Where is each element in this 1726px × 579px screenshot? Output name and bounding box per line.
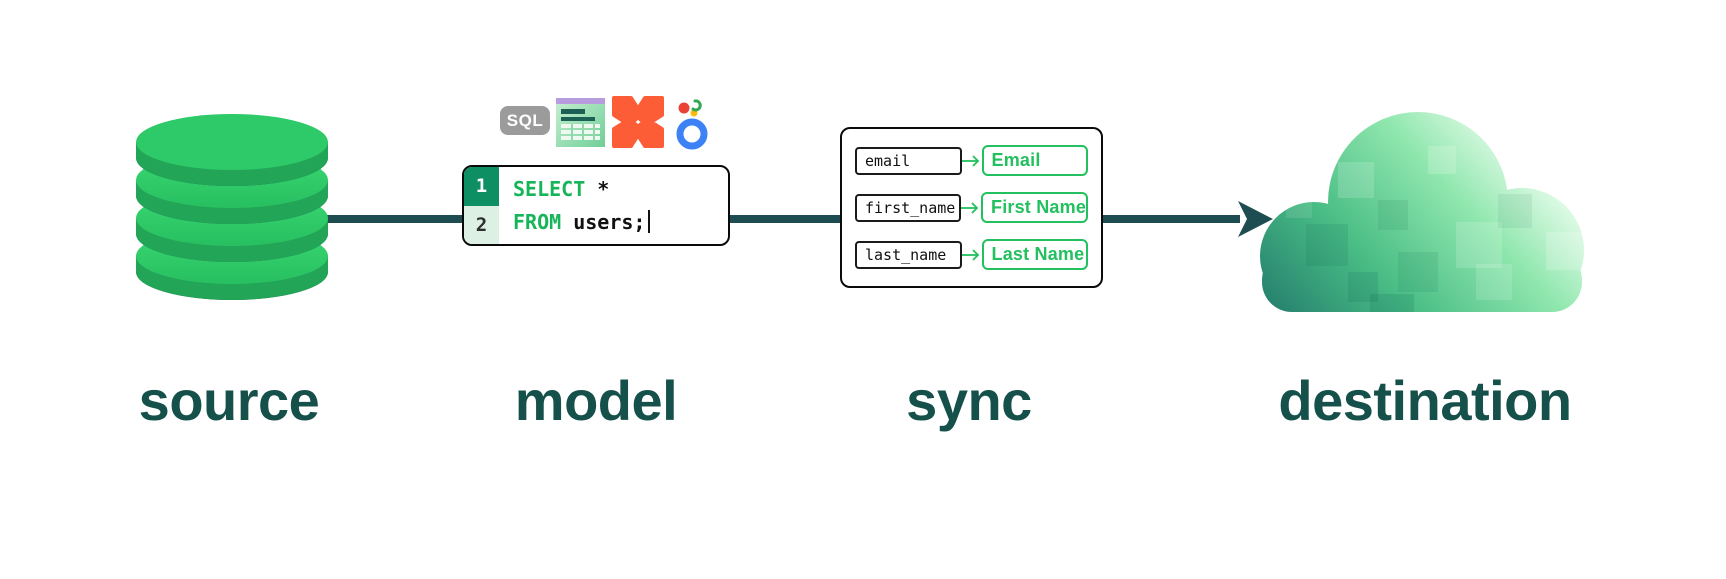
destination-field-email[interactable]: Email: [981, 145, 1088, 176]
sql-editor[interactable]: SELECT * FROM users;: [499, 167, 728, 244]
looker-logo-icon: [676, 99, 708, 150]
source-field-email[interactable]: email: [855, 146, 962, 175]
database-cylinder-icon: [136, 114, 328, 300]
sql-text: users;: [561, 209, 646, 234]
code-line-1: SELECT *: [513, 172, 728, 205]
line-number-gutter: 1 2: [464, 167, 499, 244]
stage-label-model: model: [514, 369, 678, 432]
mapping-arrow-icon: [961, 248, 979, 261]
sql-model-card: 1 2 SELECT * FROM users;: [462, 165, 730, 246]
source-field-first-name[interactable]: first_name: [855, 193, 961, 222]
sync-mapping-panel: email Email first_name First Name last_n…: [840, 127, 1103, 288]
mapping-row-last-name: last_name Last Name: [855, 239, 1088, 270]
destination-field-last-name[interactable]: Last Name: [981, 239, 1088, 270]
dbt-logo-icon: [612, 96, 664, 148]
mapping-arrow-icon: [961, 201, 979, 214]
cloud-destination-icon: [1260, 112, 1584, 312]
stage-label-source: source: [138, 369, 320, 432]
sql-keyword: FROM: [513, 209, 562, 234]
sql-keyword: SELECT: [513, 176, 586, 201]
stage-label-destination: destination: [1278, 369, 1572, 432]
line-number-2: 2: [475, 213, 488, 236]
line-number-1: 1: [464, 167, 499, 206]
mapping-row-first-name: first_name First Name: [855, 192, 1088, 223]
spreadsheet-icon: [556, 98, 605, 147]
text-cursor: [648, 210, 651, 233]
stage-label-sync: sync: [906, 369, 1032, 432]
code-line-2: FROM users;: [513, 205, 728, 238]
mapping-arrow-icon: [961, 154, 979, 167]
source-field-last-name[interactable]: last_name: [855, 240, 962, 269]
sql-badge-icon: SQL: [500, 106, 550, 135]
destination-field-first-name[interactable]: First Name: [981, 192, 1088, 223]
mapping-row-email: email Email: [855, 145, 1088, 176]
sql-text: *: [585, 176, 610, 201]
